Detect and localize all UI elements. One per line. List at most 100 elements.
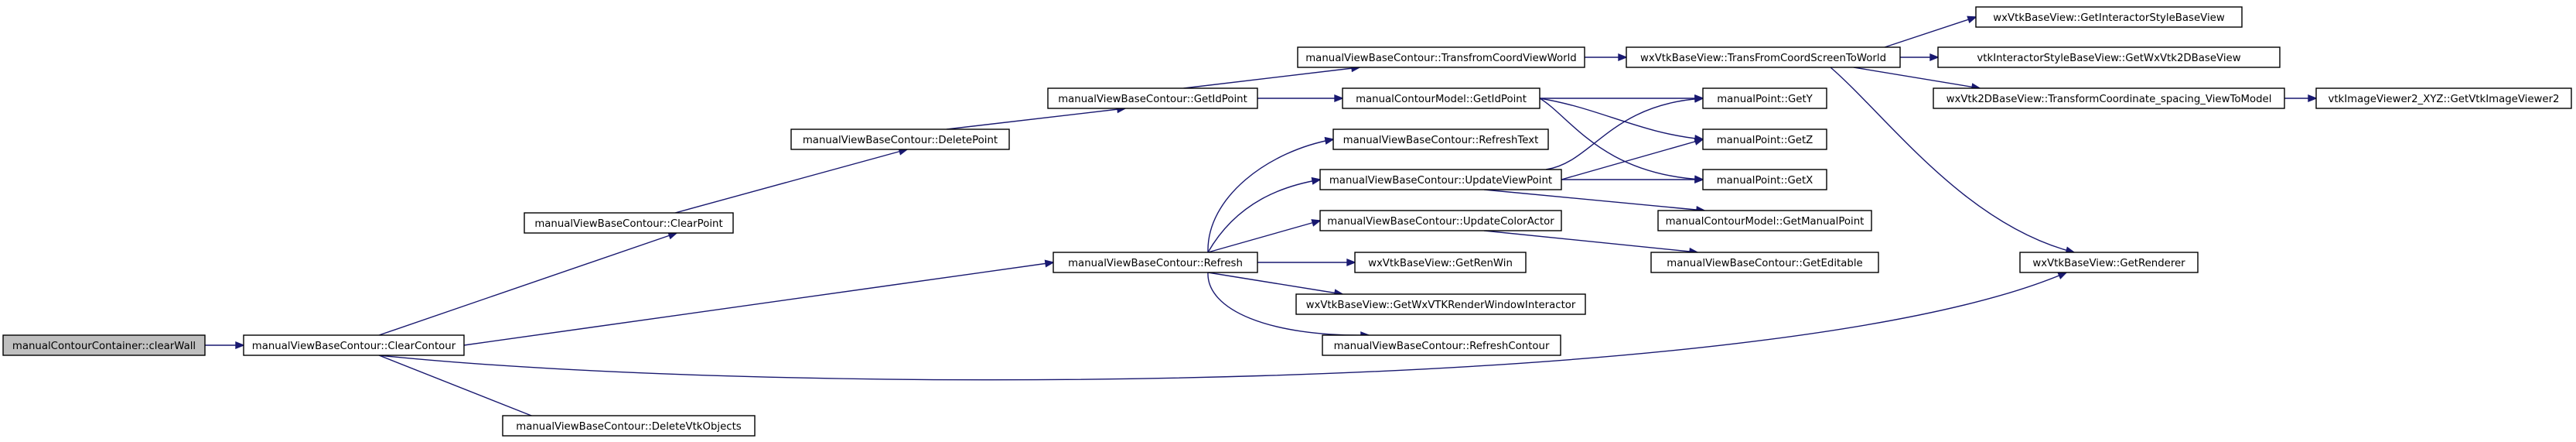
edge-line — [1483, 189, 1705, 211]
edge-line — [674, 149, 908, 214]
edge-line — [1545, 98, 1704, 170]
node-label: manualContourModel::GetIdPoint — [1356, 94, 1527, 105]
node-manualviewbasecontour-refresh[interactable]: manualViewBaseContour::Refresh — [1053, 252, 1258, 273]
arrowhead — [1694, 175, 1704, 184]
edge-n16-n22 — [1257, 258, 1356, 267]
node-box — [524, 212, 734, 234]
node-box — [1047, 87, 1258, 109]
edge-line — [1561, 139, 1704, 180]
arrowhead — [1346, 258, 1356, 267]
node-vtkinteractorstylebaseview-getwxvtk2dbaseview[interactable]: vtkInteractorStyleBaseView::GetWxVtk2DBa… — [1937, 46, 2281, 68]
edge-line — [1207, 139, 1334, 253]
node-manualviewbasecontour-deletepoint[interactable]: manualViewBaseContour::DeletePoint — [790, 128, 1010, 150]
arrowhead — [1334, 94, 1344, 103]
node-box — [1702, 128, 1827, 150]
edge-n1-n16 — [463, 259, 1055, 346]
node-manualviewbasecontour-clearpoint[interactable]: manualViewBaseContour::ClearPoint — [524, 212, 734, 234]
node-wxvtkbaseview-getinteractorstylebaseview[interactable]: wxVtkBaseView::GetInteractorStyleBaseVie… — [1975, 6, 2243, 28]
node-label: manualViewBaseContour::Refresh — [1068, 258, 1243, 269]
node-label: manualContourContainer::clearWall — [12, 341, 196, 352]
arrowhead — [1618, 53, 1628, 62]
edge-n18-n14 — [1561, 175, 1704, 184]
edge-n1-n2 — [378, 231, 678, 336]
node-manualviewbasecontour-updatecoloractor[interactable]: manualViewBaseContour::UpdateColorActor — [1319, 210, 1562, 231]
arrowhead — [1929, 53, 1940, 62]
edge-n1-n15 — [378, 272, 2068, 381]
edge-line — [463, 262, 1054, 346]
edge-line — [378, 355, 550, 423]
node-manualpoint-gety[interactable]: manualPoint::GetY — [1702, 87, 1827, 109]
node-box — [502, 415, 756, 437]
node-manualviewbasecontour-clearcontour[interactable]: manualViewBaseContour::ClearContour — [243, 334, 465, 356]
node-manualpoint-getz[interactable]: manualPoint::GetZ — [1702, 128, 1827, 150]
edge-n1-n25 — [378, 355, 551, 423]
node-box — [1657, 210, 1872, 231]
node-box — [790, 128, 1010, 150]
node-box — [2, 334, 206, 356]
edge-line — [1483, 230, 1698, 253]
arrowhead — [1967, 15, 1977, 24]
arrowhead — [1044, 259, 1055, 268]
node-label: wxVtkBaseView::TransFromCoordScreenToWor… — [1640, 53, 1886, 64]
edge-n4-n11 — [1257, 94, 1344, 103]
node-manualcontourmodel-getmanualpoint[interactable]: manualContourModel::GetManualPoint — [1657, 210, 1872, 231]
node-box — [1650, 252, 1879, 273]
arrowhead — [1324, 136, 1335, 145]
node-label: manualViewBaseContour::UpdateViewPoint — [1329, 175, 1552, 187]
node-label: manualViewBaseContour::UpdateColorActor — [1327, 216, 1554, 228]
node-box — [1319, 210, 1562, 231]
node-wxvtkbaseview-getrenderer[interactable]: wxVtkBaseView::GetRenderer — [2019, 252, 2199, 273]
node-manualviewbasecontour-refreshcontour[interactable]: manualViewBaseContour::RefreshContour — [1322, 334, 1561, 356]
node-manualviewbasecontour-transfromcoordviewworld[interactable]: manualViewBaseContour::TransfromCoordVie… — [1297, 46, 1585, 68]
node-wxvtkbaseview-transfromcoordscreentoworld[interactable]: wxVtkBaseView::TransFromCoordScreenToWor… — [1626, 46, 1901, 68]
node-label: vtkImageViewer2_XYZ::GetVtkImageViewer2 — [2328, 94, 2559, 105]
node-label: manualViewBaseContour::DeletePoint — [803, 135, 998, 146]
node-label: manualViewBaseContour::GetIdPoint — [1058, 94, 1247, 105]
node-label: manualViewBaseContour::RefreshContour — [1334, 341, 1550, 352]
node-manualviewbasecontour-getidpoint[interactable]: manualViewBaseContour::GetIdPoint — [1047, 87, 1258, 109]
node-box — [2019, 252, 2199, 273]
node-box — [1053, 252, 1258, 273]
node-manualviewbasecontour-refreshtext[interactable]: manualViewBaseContour::RefreshText — [1332, 128, 1549, 150]
edge-n16-n23 — [1207, 272, 1344, 297]
edge-line — [1207, 179, 1321, 253]
edge-line — [1183, 67, 1360, 89]
arrowhead — [235, 341, 245, 350]
node-box — [1702, 169, 1827, 190]
edge-line — [1853, 67, 1981, 89]
node-box — [1937, 46, 2281, 68]
node-box — [1354, 252, 1527, 273]
node-vtkimageviewer2-xyz-getvtkimageviewer2[interactable]: vtkImageViewer2_XYZ::GetVtkImageViewer2 — [2315, 87, 2572, 109]
node-wxvtk2dbaseview-transformcoordinate-spacing-viewtomodel[interactable]: wxVtk2DBaseView::TransformCoordinate_spa… — [1933, 87, 2285, 109]
node-manualcontourmodel-getidpoint[interactable]: manualContourModel::GetIdPoint — [1342, 87, 1540, 109]
node-box — [1975, 6, 2243, 28]
node-manualviewbasecontour-deletevtkobjects[interactable]: manualViewBaseContour::DeleteVtkObjects — [502, 415, 756, 437]
arrowhead — [2308, 94, 2318, 103]
node-label: wxVtkBaseView::GetWxVTKRenderWindowInter… — [1306, 300, 1576, 311]
edge-line — [378, 232, 677, 336]
node-box — [243, 334, 465, 356]
node-label: manualViewBaseContour::RefreshText — [1343, 135, 1539, 146]
node-wxvtkbaseview-getrenwin[interactable]: wxVtkBaseView::GetRenWin — [1354, 252, 1527, 273]
node-wxvtkbaseview-getwxvtkrenderwindowinteractor[interactable]: wxVtkBaseView::GetWxVTKRenderWindowInter… — [1295, 293, 1586, 315]
node-box — [1297, 46, 1585, 68]
edge-line — [1539, 98, 1704, 180]
edge-line — [946, 108, 1126, 130]
node-label: manualViewBaseContour::TransfromCoordVie… — [1305, 53, 1577, 64]
edge-n11-n14 — [1539, 98, 1704, 183]
node-label: manualViewBaseContour::DeleteVtkObjects — [516, 421, 742, 433]
edge-n9-n10 — [2284, 94, 2318, 103]
node-manualpoint-getx[interactable]: manualPoint::GetX — [1702, 169, 1827, 190]
node-manualviewbasecontour-geteditable[interactable]: manualViewBaseContour::GetEditable — [1650, 252, 1879, 273]
node-label: vtkInteractorStyleBaseView::GetWxVtk2DBa… — [1977, 53, 2240, 64]
edge-n18-n13 — [1561, 138, 1704, 180]
edge-n6-n9 — [1853, 67, 1981, 91]
node-manualviewbasecontour-updateviewpoint[interactable]: manualViewBaseContour::UpdateViewPoint — [1319, 169, 1562, 190]
node-label: manualViewBaseContour::ClearPoint — [534, 218, 722, 230]
node-label: manualPoint::GetZ — [1717, 135, 1813, 146]
edge-line — [1207, 272, 1370, 336]
arrowhead — [1311, 176, 1322, 185]
node-box — [1319, 169, 1562, 190]
edge-n16-n19 — [1207, 219, 1322, 253]
